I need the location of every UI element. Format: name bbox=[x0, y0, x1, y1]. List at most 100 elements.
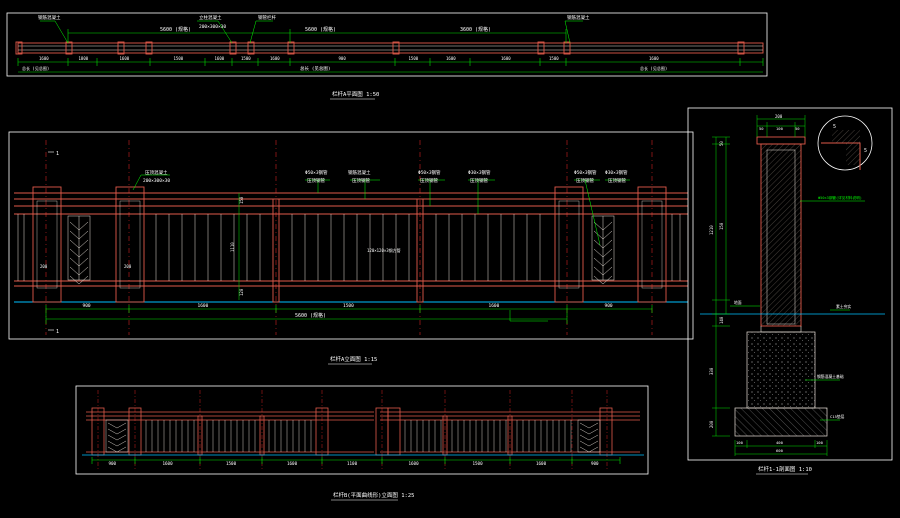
section-panel: 200 50 100 50 1210 150 140 330 200 50 10… bbox=[687, 107, 893, 475]
elev-inner-dim-3: 200 bbox=[124, 264, 132, 269]
plan-dim-label: 1500 bbox=[174, 56, 184, 61]
elevation-b-herringbone-stroke bbox=[588, 446, 599, 453]
plan-dim-label: 1600 bbox=[446, 56, 456, 61]
elevation-b-post bbox=[387, 407, 401, 456]
elev-callout-8b: 压顶钢管 bbox=[608, 177, 626, 184]
elevation-b-herringbone-stroke bbox=[579, 440, 590, 447]
elevation-post-inset bbox=[558, 200, 580, 289]
elev-inner-dim-4: 1110 bbox=[230, 242, 235, 252]
herringbone-stroke bbox=[78, 248, 89, 258]
section-dim-bottom-total: 600 bbox=[776, 448, 784, 453]
herringbone-stroke bbox=[602, 257, 613, 267]
herringbone-stroke bbox=[78, 266, 89, 276]
elevation-b-railing bbox=[86, 407, 640, 456]
elevation-post bbox=[115, 186, 145, 303]
elevation-b-dim-label: 1500 bbox=[226, 461, 237, 466]
elevation-b-dim-label: 1600 bbox=[409, 461, 420, 466]
elevation-post bbox=[637, 186, 667, 303]
herringbone-stroke bbox=[69, 257, 80, 267]
elevation-b-dim-label: 1500 bbox=[473, 461, 484, 466]
section-dim-side-3: 140 bbox=[719, 316, 724, 324]
elevation-posts bbox=[32, 186, 667, 303]
section-dim-side-2: 150 bbox=[719, 222, 724, 230]
elevation-frame bbox=[8, 131, 694, 340]
elevation-dim-label: 900 bbox=[83, 303, 91, 309]
elevation-herringbone-panels bbox=[67, 215, 615, 285]
elevation-centerlines bbox=[45, 140, 653, 335]
plan-panel: 5600 (规格) 5600 (规格) 3600 (规格) 钢筋混凝土 200×… bbox=[6, 12, 768, 100]
elevation-post-inset bbox=[119, 200, 141, 289]
plan-frame bbox=[6, 12, 768, 77]
herringbone-stroke bbox=[602, 275, 613, 285]
elevation-post-inset bbox=[641, 200, 663, 289]
elevation-b-herringbone-stroke bbox=[107, 446, 118, 453]
elev-callout-2: 200×300×30 bbox=[143, 178, 170, 184]
elevation-dim-label: 1600 bbox=[198, 303, 209, 309]
elevation-steel-post bbox=[416, 198, 424, 303]
elevation-b-dim-label: 900 bbox=[591, 461, 599, 466]
section-dim-side-1: 1210 bbox=[709, 225, 714, 235]
elev-marker-bottom: 1 bbox=[56, 329, 59, 335]
elevation-b-herringbone-stroke bbox=[588, 428, 599, 435]
elevation-dim-label: 1600 bbox=[489, 303, 500, 309]
elevation-post bbox=[554, 186, 584, 303]
elevation-b-herringbone-stroke bbox=[107, 422, 118, 429]
elev-inner-dim-5: 150 bbox=[239, 196, 244, 204]
elevation-panel: 120×120×3钢方管 200 200 1110 150 120 压顶混凝土 … bbox=[8, 131, 694, 365]
plan-callout-3: 钢管栏杆 bbox=[258, 14, 276, 21]
section-dim-top-1: 200 bbox=[775, 114, 783, 119]
elevation-dim-ticks bbox=[45, 305, 653, 313]
elev-callout-8: Φ30×3钢管 bbox=[605, 169, 628, 176]
elev-callout-3: Φ50×3钢管 bbox=[305, 169, 328, 176]
elevation-post-inset bbox=[36, 200, 58, 289]
elevation-b-frame bbox=[75, 385, 649, 475]
plan-posts bbox=[15, 41, 745, 55]
elev-inner-dim-6: 120 bbox=[239, 288, 244, 296]
plan-post bbox=[65, 41, 73, 55]
elevation-b-herringbone-stroke bbox=[588, 434, 599, 441]
section-detail-label-2: 5 bbox=[864, 148, 867, 154]
plan-dim-label: 1500 bbox=[549, 56, 559, 61]
section-foundation bbox=[746, 331, 816, 409]
herringbone-stroke bbox=[69, 221, 80, 231]
elevation-b-herringbone-stroke bbox=[116, 422, 127, 429]
plan-dim-right: 总长 (见总图) bbox=[640, 65, 667, 71]
section-callout-4: C15垫层 bbox=[830, 414, 845, 419]
herringbone-stroke bbox=[593, 248, 604, 258]
plan-dim-top-2: 5600 (规格) bbox=[305, 26, 336, 33]
plan-post bbox=[145, 41, 153, 55]
section-title: 栏杆1-1剖面图 1:10 bbox=[758, 465, 812, 473]
elevation-title: 栏杆A立面图 1:15 bbox=[330, 355, 377, 363]
plan-post bbox=[563, 41, 571, 55]
plan-post bbox=[247, 41, 255, 55]
elevation-b-dim-label: 1600 bbox=[536, 461, 547, 466]
herringbone-stroke bbox=[69, 239, 80, 249]
section-side-ticks bbox=[712, 136, 730, 437]
elev-inner-dim-2: 200 bbox=[40, 264, 48, 269]
elevation-b-dim-label: 1600 bbox=[163, 461, 174, 466]
elev-callout-6: Φ30×3钢管 bbox=[468, 169, 491, 176]
plan-railing-band bbox=[17, 42, 764, 54]
herringbone-stroke bbox=[593, 257, 604, 267]
elevation-balusters bbox=[17, 214, 681, 281]
elev-inner-dim-1: 120×120×3钢方管 bbox=[367, 247, 401, 253]
section-dim-top-2: 50 bbox=[759, 126, 764, 131]
elev-callout-7b: 压顶钢管 bbox=[576, 177, 594, 184]
herringbone-stroke bbox=[602, 230, 613, 240]
elevation-steel-post bbox=[272, 198, 280, 303]
herringbone-stroke bbox=[593, 221, 604, 231]
plan-callout-2: 200×300×30 bbox=[199, 24, 226, 30]
plan-dim-top-3: 3600 (规格) bbox=[460, 26, 491, 33]
herringbone-stroke bbox=[593, 239, 604, 249]
plan-post bbox=[15, 41, 23, 55]
elev-callout-1: 压顶混凝土 bbox=[145, 169, 168, 176]
elevation-b-herringbone-stroke bbox=[116, 446, 127, 453]
herringbone-stroke bbox=[69, 230, 80, 240]
elevation-b-herringbone-stroke bbox=[107, 440, 118, 447]
plan-dim-total: 总长 (见总图) bbox=[300, 65, 331, 72]
